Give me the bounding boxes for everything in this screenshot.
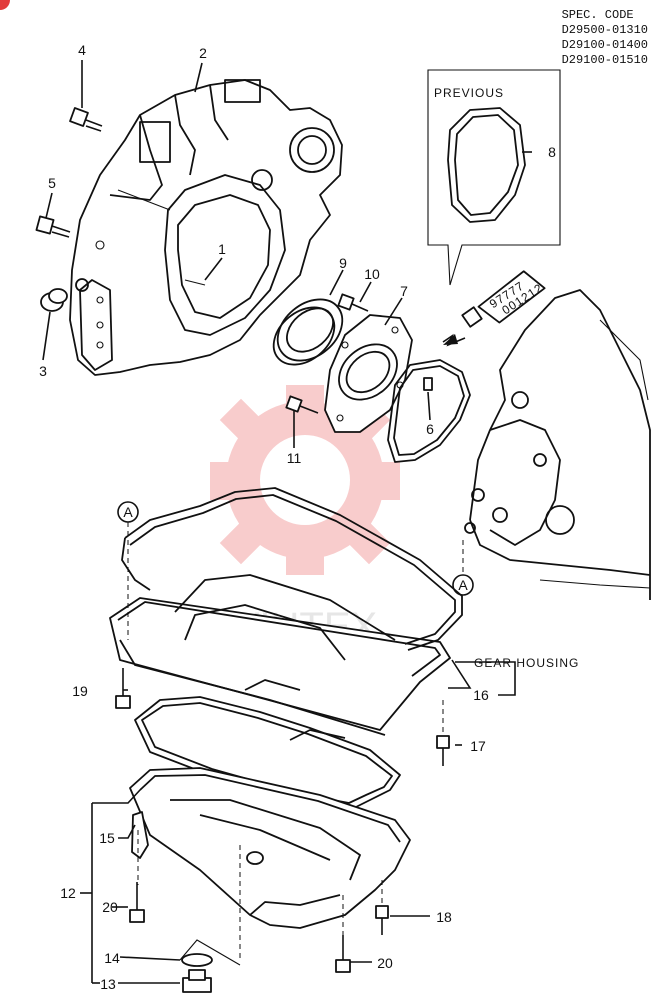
spec-code-1: D29500-01310 <box>561 23 648 37</box>
bolt-20-right <box>335 935 351 973</box>
svg-text:A: A <box>123 504 133 520</box>
bolt-17 <box>436 735 450 766</box>
sealant-tube: 97777 001212 <box>442 270 546 347</box>
bracket-15 <box>131 811 149 859</box>
gear-housing-label: GEAR HOUSING <box>474 656 579 670</box>
spec-code-block: SPEC. CODE D29500-01310 D29100-01400 D29… <box>562 8 648 68</box>
spec-code-heading: SPEC. CODE <box>561 8 634 22</box>
callout-1: 1 <box>218 241 226 257</box>
callout-18: 18 <box>436 909 452 925</box>
callout-20-left: 20 <box>102 899 118 915</box>
bolt-11 <box>285 395 319 414</box>
callouts: 4 2 1 5 3 9 10 7 8 6 11 19 16 17 15 12 2… <box>39 42 556 992</box>
upper-oil-pan <box>109 574 451 741</box>
alignment-lines <box>127 522 464 966</box>
plug-3 <box>40 288 68 312</box>
corner-badge <box>0 0 10 10</box>
callout-10: 10 <box>364 266 380 282</box>
callout-14: 14 <box>104 950 120 966</box>
bolt-5 <box>35 215 71 238</box>
bolt-18 <box>375 905 389 935</box>
callout-12: 12 <box>60 885 76 901</box>
ref-marker-a-top: A <box>117 501 139 523</box>
leader-lines <box>42 60 532 984</box>
callout-3: 3 <box>39 363 47 379</box>
lower-oil-pan <box>129 767 411 929</box>
callout-8: 8 <box>548 144 556 160</box>
engine-block <box>464 289 651 600</box>
svg-text:A: A <box>458 577 468 593</box>
bolt-4 <box>69 107 103 132</box>
drain-plug-13 <box>182 969 212 993</box>
callout-11: 11 <box>287 450 302 466</box>
callout-5: 5 <box>48 175 56 191</box>
callout-9: 9 <box>339 255 347 271</box>
previous-label: PREVIOUS <box>434 86 504 100</box>
bolt-20-left <box>129 882 145 923</box>
previous-inset: PREVIOUS <box>427 69 561 286</box>
callout-15: 15 <box>99 830 115 846</box>
seal-case <box>324 314 413 433</box>
callout-19: 19 <box>72 683 88 699</box>
callout-17: 17 <box>470 738 486 754</box>
callout-7: 7 <box>400 283 408 299</box>
spec-code-2: D29100-01400 <box>561 38 648 52</box>
gasket <box>387 359 471 463</box>
callout-20-right: 20 <box>377 955 393 971</box>
callout-6: 6 <box>426 421 434 437</box>
spec-code-3: D29100-01510 <box>561 53 648 67</box>
callout-16: 16 <box>473 687 489 703</box>
callout-4: 4 <box>78 42 86 58</box>
oil-seal <box>272 298 344 366</box>
bolt-19 <box>115 668 131 709</box>
ref-marker-a-right: A <box>452 574 474 596</box>
callout-2: 2 <box>199 45 207 61</box>
callout-13: 13 <box>100 976 116 992</box>
bolt-10 <box>337 293 369 312</box>
o-ring-14 <box>181 953 213 967</box>
flywheel-housing <box>69 79 343 376</box>
